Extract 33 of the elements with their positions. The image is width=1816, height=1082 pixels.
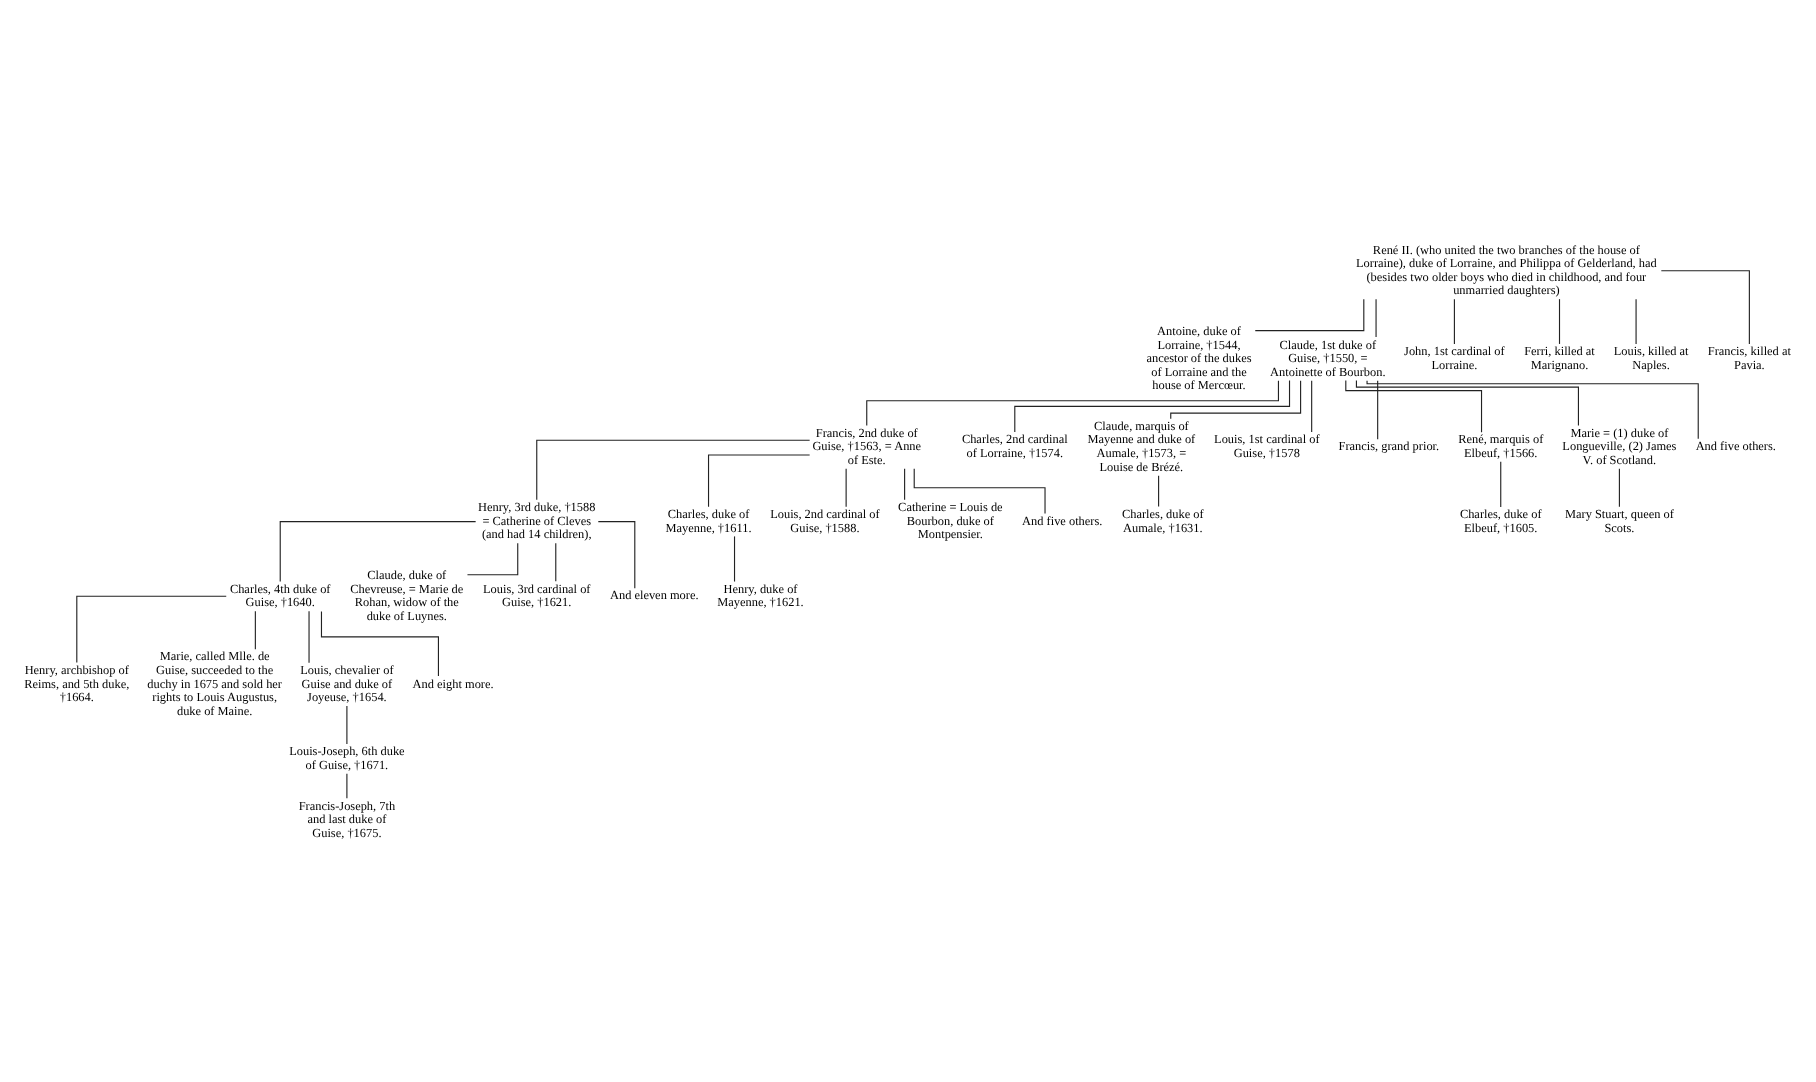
connector [1375, 297, 1377, 337]
connector [1453, 297, 1455, 344]
connector [1014, 378, 1291, 432]
connector [597, 520, 636, 588]
connector [76, 594, 227, 663]
connector [1635, 297, 1637, 344]
connector [1500, 460, 1502, 507]
connector [279, 520, 477, 582]
connector [845, 467, 847, 507]
connector [466, 541, 519, 575]
connector [913, 467, 1046, 513]
connector [1355, 379, 1579, 425]
connector [1660, 269, 1750, 344]
connector [536, 438, 811, 500]
connector [1254, 297, 1365, 331]
connector [1618, 467, 1620, 507]
connector [1366, 379, 1699, 439]
connector [320, 609, 439, 676]
connector [1345, 379, 1483, 432]
connector [346, 772, 348, 798]
connector [254, 609, 256, 649]
connector [733, 534, 736, 582]
connector [1311, 379, 1313, 432]
connector [1158, 474, 1160, 507]
connector [904, 467, 906, 500]
connector [346, 704, 348, 744]
connector [1170, 379, 1302, 419]
connector [308, 609, 310, 663]
connector [555, 541, 557, 581]
connector [1377, 379, 1379, 439]
connector [707, 453, 811, 507]
connector [1558, 297, 1561, 344]
connector [866, 379, 1279, 426]
